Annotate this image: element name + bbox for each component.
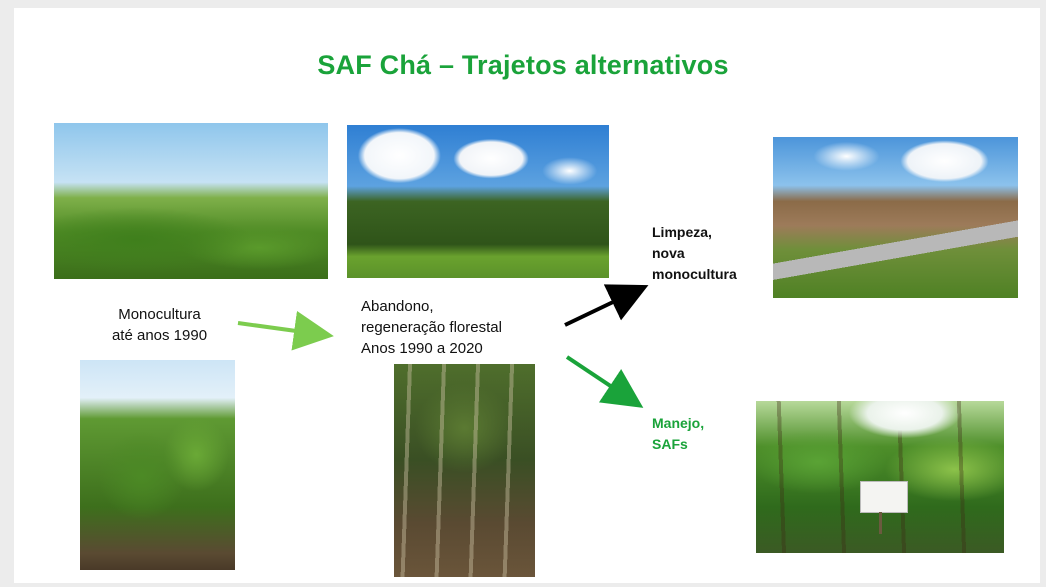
signboard — [860, 481, 908, 534]
arrow-to-saf — [565, 355, 644, 408]
label-line: monocultura — [652, 266, 737, 282]
photo-tea-bushes — [80, 360, 235, 570]
label-line: até anos 1990 — [111, 327, 208, 344]
photo-forest-regrowth — [347, 125, 609, 278]
label-line: Monocultura — [118, 306, 201, 323]
photo-forest-interior — [394, 364, 535, 577]
label-line: nova — [652, 245, 685, 261]
label-line: Manejo, — [652, 415, 705, 431]
label-monoculture: Monocultura até anos 1990 — [102, 304, 217, 346]
arrow-to-abandonment — [237, 310, 334, 351]
label-management-saf: Manejo, SAFs — [652, 413, 704, 455]
label-line: Limpeza, — [652, 224, 712, 240]
slide-title: SAF Chá – Trajetos alternativos — [317, 50, 729, 80]
label-line: regeneração florestal — [361, 319, 502, 336]
photo-agroforestry-system — [756, 401, 1004, 553]
photo-tea-monoculture-field — [54, 123, 328, 279]
label-line: Abandono, — [361, 298, 434, 315]
photo-cleared-new-monoculture — [773, 137, 1018, 298]
arrow-to-new-monoculture — [564, 284, 649, 327]
label-line: Anos 1990 a 2020 — [361, 340, 483, 357]
label-line: SAFs — [652, 436, 688, 452]
label-new-monoculture: Limpeza, nova monocultura — [652, 222, 737, 285]
label-abandonment: Abandono, regeneração florestal Anos 199… — [361, 296, 502, 359]
